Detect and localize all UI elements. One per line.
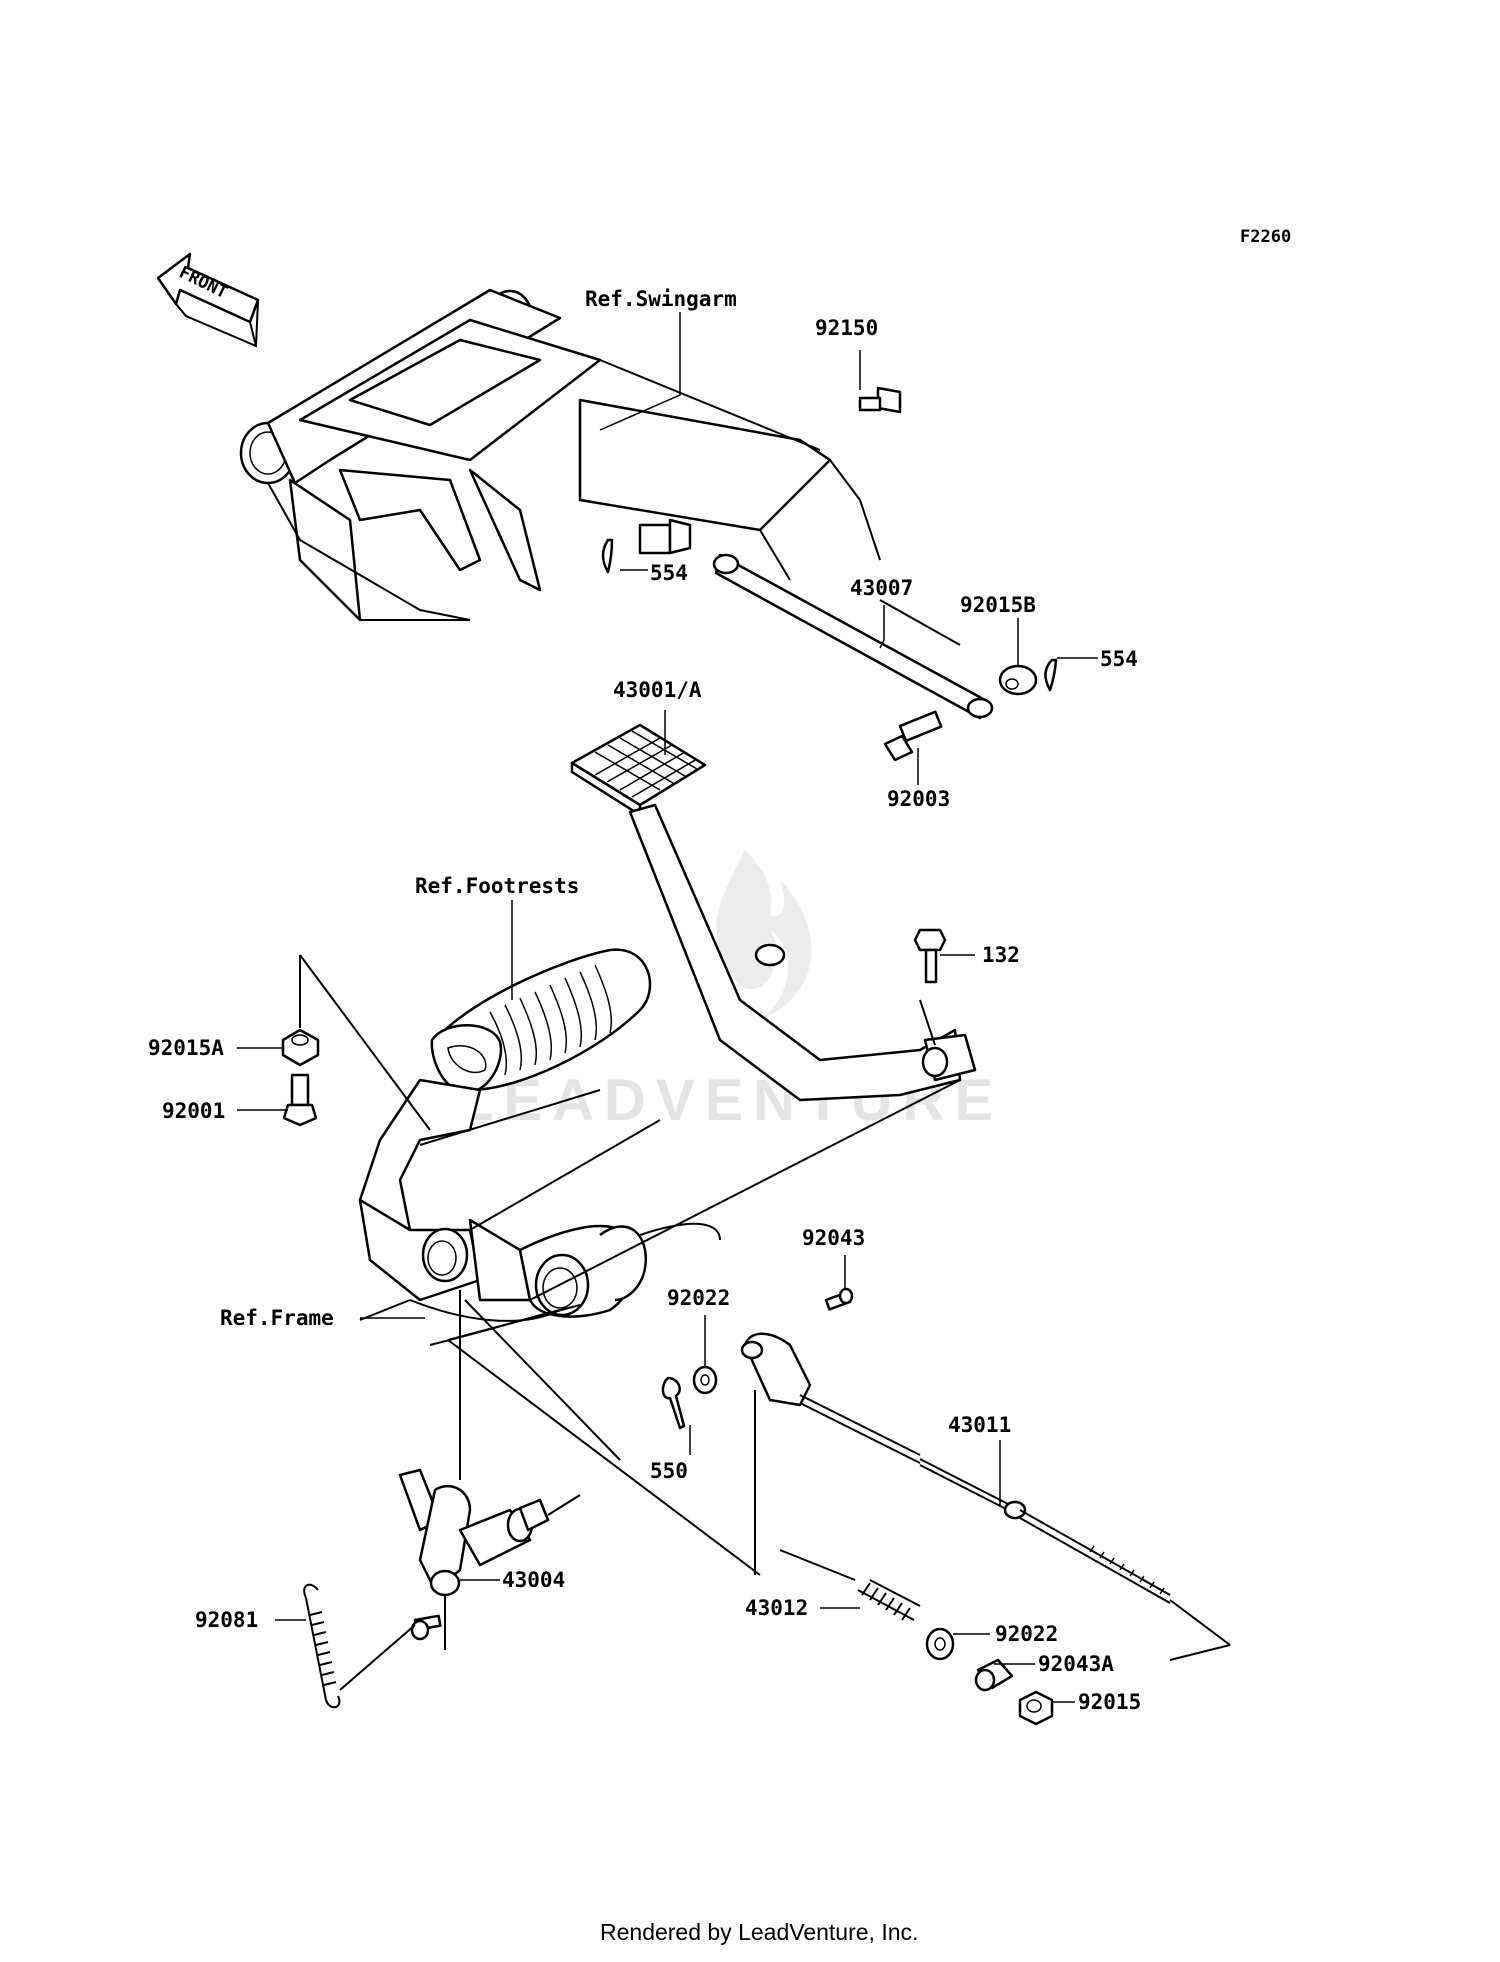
label-92015A: 92015A [148,1036,224,1060]
brake-shaft-43004 [398,1468,581,1650]
label-554-right: 554 [1100,647,1138,671]
brake-rod-43011 [740,1332,1171,1604]
label-43011: 43011 [948,1413,1011,1437]
bolt-132 [913,928,947,984]
label-92003: 92003 [887,787,950,811]
footrest-assembly [358,948,961,1318]
assembly-guide-lines [299,954,1231,1661]
leader-lines [237,312,1098,1703]
label-43012: 43012 [745,1596,808,1620]
swingarm-drawing [239,288,881,622]
cotter-pin-554-upper [601,538,614,574]
joint-92043A [974,1658,1014,1692]
label-43001A: 43001/A [613,678,702,702]
label-92081: 92081 [195,1608,258,1632]
label-92043A: 92043A [1038,1652,1114,1676]
ref-swingarm-label: Ref.Swingarm [585,287,737,311]
bolt-92150 [858,386,902,414]
label-92015: 92015 [1078,1690,1141,1714]
washer-92022-lower [925,1627,955,1661]
bolt-92001 [282,1073,318,1127]
label-92150: 92150 [815,316,878,340]
nut-92015 [1018,1690,1054,1726]
label-92015B: 92015B [960,593,1036,617]
label-92001: 92001 [162,1099,225,1123]
nut-92015B [998,664,1038,696]
spring-43012 [857,1579,921,1621]
bolt-92003 [883,710,943,762]
label-92043: 92043 [802,1226,865,1250]
nut-92015A [281,1028,320,1067]
ref-frame-label: Ref.Frame [220,1306,334,1330]
cotter-pin-554-right [1044,658,1058,692]
label-92022-upper: 92022 [667,1286,730,1310]
bolt-92043 [824,1287,854,1311]
front-arrow-icon: FRONT [156,252,260,348]
diagram-code: F2260 [1240,227,1291,247]
cotter-pin-550 [661,1376,686,1430]
label-43004: 43004 [502,1568,565,1592]
spring-92081 [303,1583,416,1709]
washer-92022-upper [692,1365,718,1395]
label-550: 550 [650,1459,688,1483]
brake-pedal-43001A [570,723,977,1102]
footer-credit: Rendered by LeadVenture, Inc. [600,1919,918,1945]
ref-footrests-label: Ref.Footrests [415,874,579,898]
label-43007: 43007 [850,576,913,600]
label-554-upper: 554 [650,561,688,585]
label-92022-lower: 92022 [995,1622,1058,1646]
rod-43007 [712,553,994,720]
label-132: 132 [982,943,1020,967]
